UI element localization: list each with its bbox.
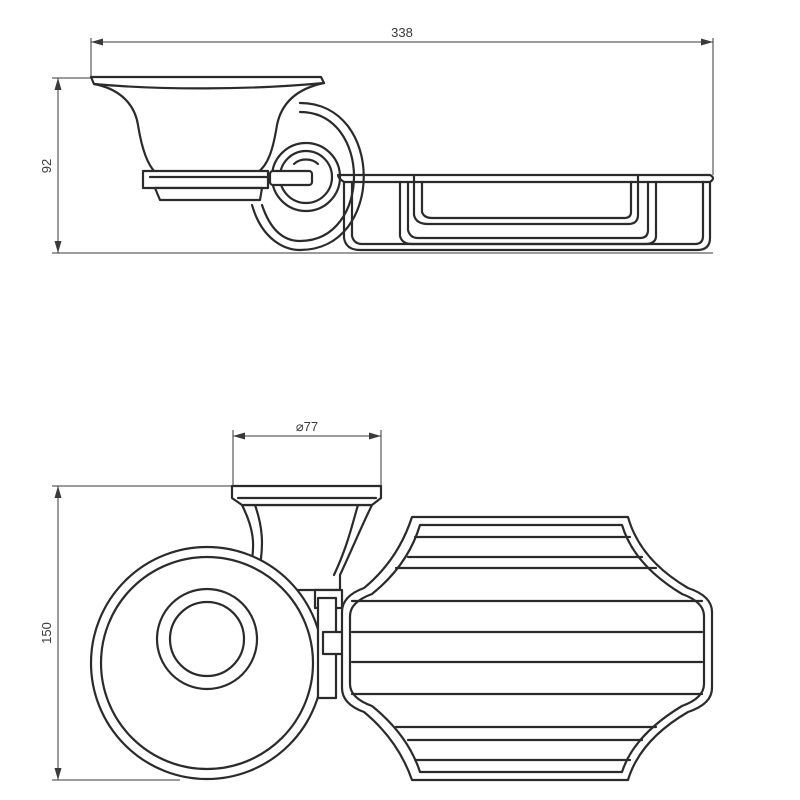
dimension-overall-width: 338	[90, 25, 714, 175]
plan-view: ⌀77 150	[39, 419, 714, 782]
dimension-label-diameter: ⌀77	[296, 419, 318, 434]
dimension-label-front-height: 150	[39, 622, 54, 644]
dimension-label-width: 338	[391, 25, 413, 40]
soap-basket-plan	[340, 515, 714, 782]
wall-rosette-plan	[89, 545, 349, 781]
soap-basket-side	[336, 173, 715, 252]
dimension-label-side-height: 92	[39, 159, 54, 173]
side-view: 338 92	[39, 25, 715, 254]
wall-rosette-side	[250, 101, 365, 252]
dimension-cup-diameter: ⌀77	[232, 419, 382, 486]
cup-side	[89, 75, 326, 202]
dimension-front-height: 150	[39, 485, 235, 781]
dimension-side-height: 92	[39, 77, 713, 254]
